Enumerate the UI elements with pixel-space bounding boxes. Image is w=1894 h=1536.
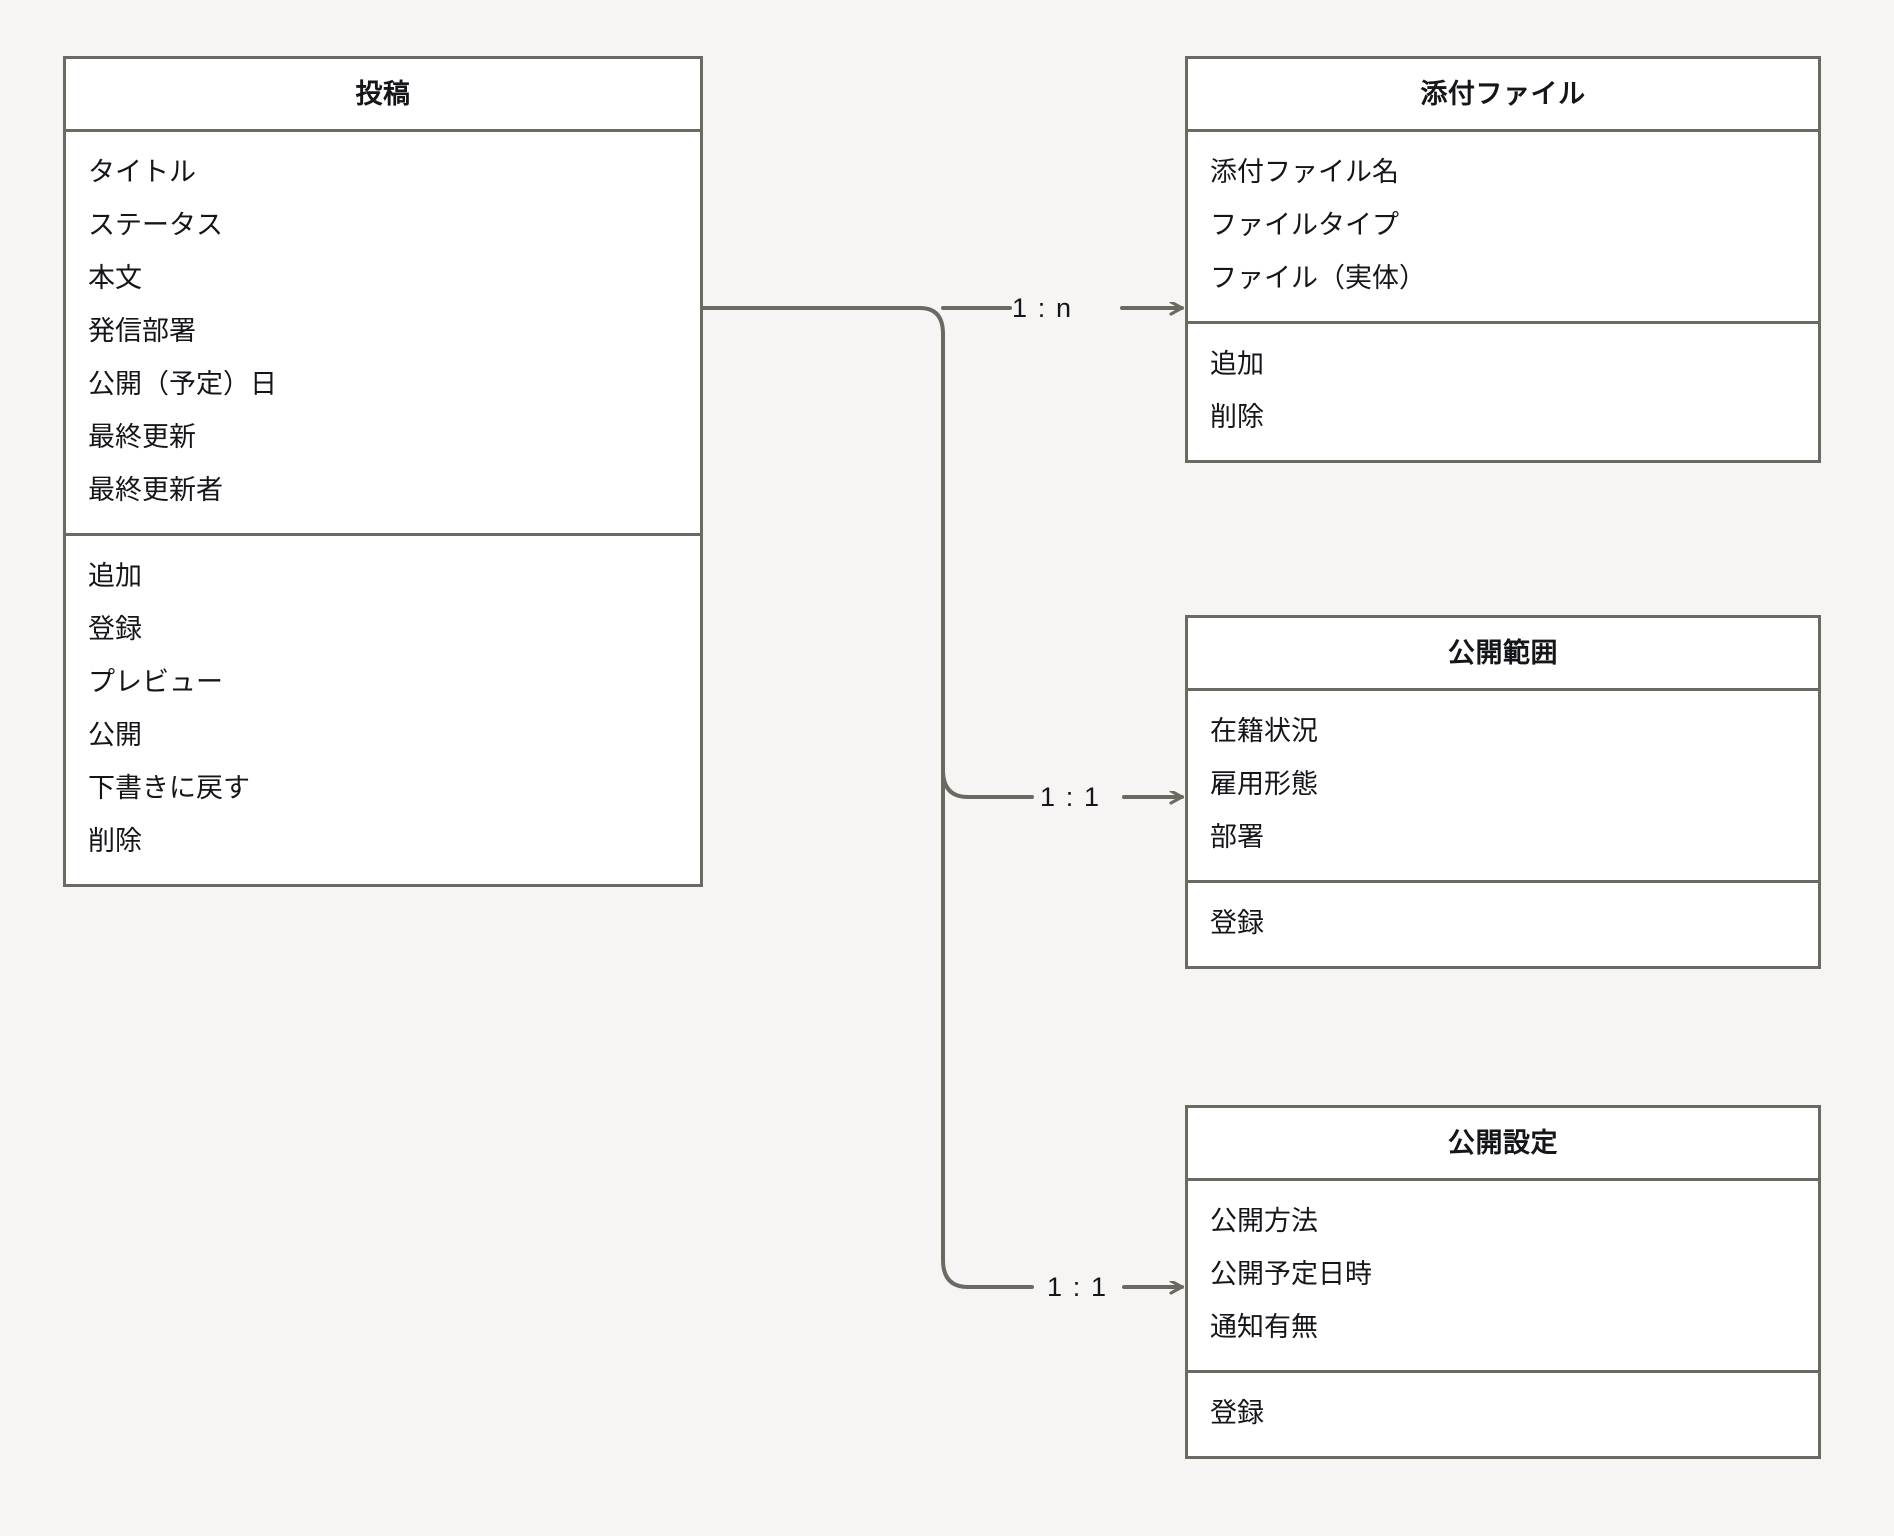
class-box-settings[interactable]: 公開設定 公開方法 公開予定日時 通知有無 登録 — [1185, 1105, 1821, 1459]
class-title-scope: 公開範囲 — [1188, 618, 1818, 691]
class-attributes-settings: 公開方法 公開予定日時 通知有無 — [1188, 1181, 1818, 1370]
class-box-post[interactable]: 投稿 タイトル ステータス 本文 発信部署 公開（予定）日 最終更新 最終更新者… — [63, 56, 703, 887]
class-attributes-scope: 在籍状況 雇用形態 部署 — [1188, 691, 1818, 880]
operation-row: 削除 — [1210, 402, 1264, 432]
class-box-attachment[interactable]: 添付ファイル 添付ファイル名 ファイルタイプ ファイル（実体） 追加 削除 — [1185, 56, 1821, 463]
attribute-row: 通知有無 — [1210, 1312, 1318, 1342]
operation-row: プレビュー — [88, 667, 223, 697]
attribute-row: ファイルタイプ — [1210, 210, 1399, 240]
operation-row: 追加 — [1210, 349, 1264, 379]
class-operations-scope: 登録 — [1188, 880, 1818, 966]
operation-row: 追加 — [88, 561, 142, 591]
operation-row: 登録 — [1210, 908, 1264, 938]
attribute-row: 最終更新 — [88, 422, 196, 452]
edge-post-trunk — [701, 306, 1034, 1289]
edge-label-post-scope: 1 : 1 — [1040, 782, 1101, 812]
operation-row: 削除 — [88, 826, 142, 856]
operation-row: 下書きに戻す — [88, 773, 250, 803]
class-title-settings: 公開設定 — [1188, 1108, 1818, 1181]
attribute-row: 添付ファイル名 — [1210, 157, 1399, 187]
attribute-row: 在籍状況 — [1210, 716, 1318, 746]
attribute-row: 部署 — [1210, 822, 1264, 852]
attribute-row: 公開方法 — [1210, 1206, 1318, 1236]
operation-row: 登録 — [1210, 1398, 1264, 1428]
attribute-row: 公開予定日時 — [1210, 1259, 1372, 1289]
operation-row: 登録 — [88, 614, 142, 644]
class-operations-settings: 登録 — [1188, 1370, 1818, 1456]
attribute-row: 最終更新者 — [88, 475, 223, 505]
attribute-row: タイトル — [88, 157, 196, 187]
edge-label-post-settings: 1 : 1 — [1047, 1272, 1108, 1302]
class-attributes-post: タイトル ステータス 本文 発信部署 公開（予定）日 最終更新 最終更新者 — [66, 132, 700, 533]
attribute-row: 発信部署 — [88, 316, 196, 346]
operation-row: 公開 — [88, 720, 142, 750]
class-operations-attachment: 追加 削除 — [1188, 321, 1818, 460]
attribute-row: ファイル（実体） — [1210, 263, 1426, 293]
class-title-attachment: 添付ファイル — [1188, 59, 1818, 132]
class-attributes-attachment: 添付ファイル名 ファイルタイプ ファイル（実体） — [1188, 132, 1818, 321]
class-operations-post: 追加 登録 プレビュー 公開 下書きに戻す 削除 — [66, 533, 700, 884]
attribute-row: 本文 — [88, 263, 142, 293]
edge-label-post-attachment: 1 : n — [1012, 293, 1073, 323]
edge-post-scope-line — [941, 768, 1034, 799]
class-box-scope[interactable]: 公開範囲 在籍状況 雇用形態 部署 登録 — [1185, 615, 1821, 969]
class-title-post: 投稿 — [66, 59, 700, 132]
attribute-row: 雇用形態 — [1210, 769, 1318, 799]
attribute-row: ステータス — [88, 210, 223, 240]
attribute-row: 公開（予定）日 — [88, 369, 277, 399]
